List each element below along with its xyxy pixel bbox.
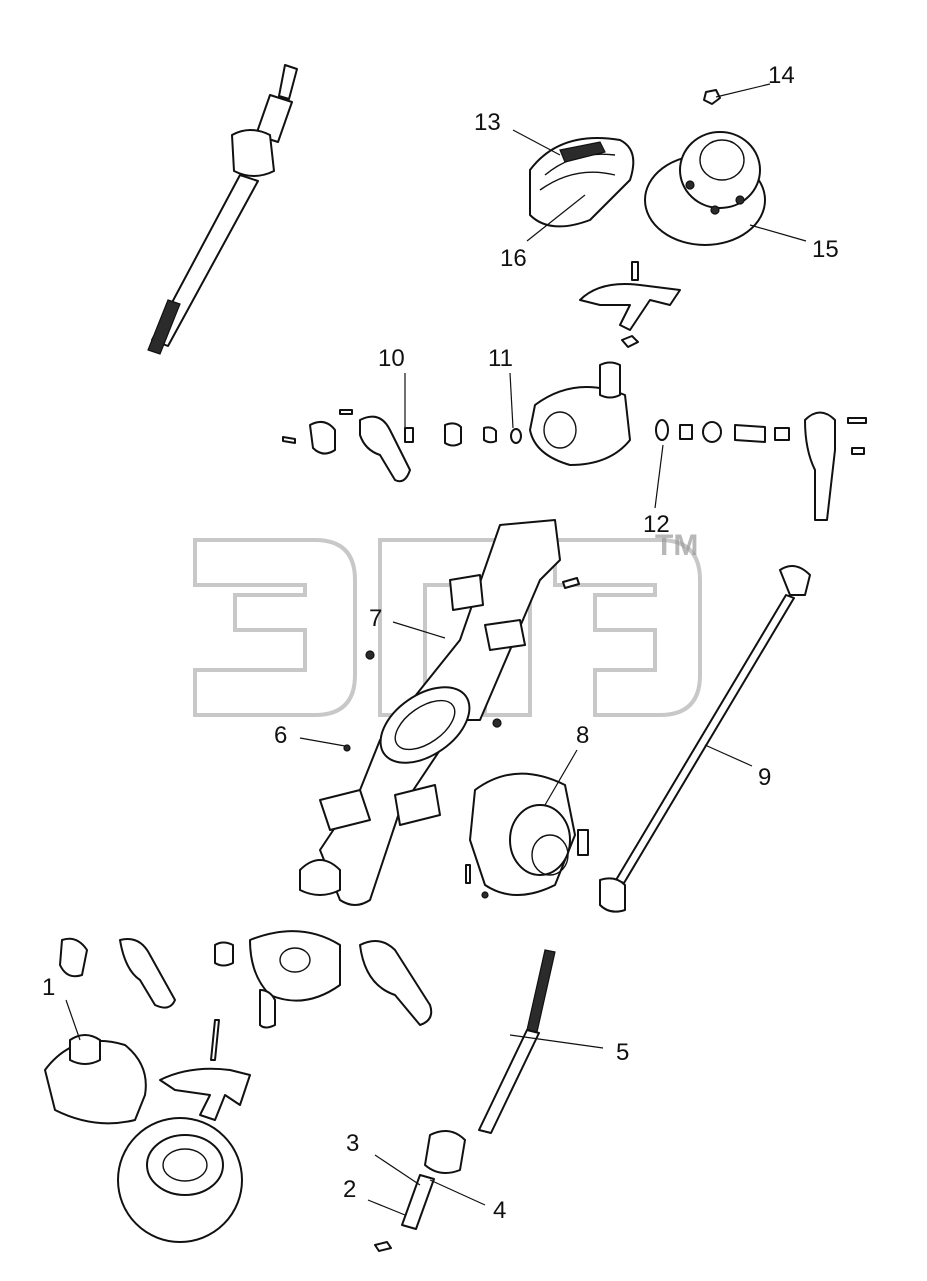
brake-caliper xyxy=(529,137,635,228)
leader-13 xyxy=(512,129,561,156)
leader-9 xyxy=(704,744,753,767)
tie-rod xyxy=(599,565,811,913)
callout-4: 4 xyxy=(493,1197,506,1224)
leader-15 xyxy=(749,224,807,242)
callout-11: 11 xyxy=(488,345,513,372)
leader-12 xyxy=(654,444,664,509)
callout-10: 10 xyxy=(378,345,405,372)
differential xyxy=(465,772,589,899)
leader-11 xyxy=(509,372,514,429)
steering-knuckle-lower xyxy=(249,930,341,1029)
drive-shaft-upper xyxy=(147,64,298,355)
kingpin-parts-left xyxy=(282,409,522,483)
steering-knuckle xyxy=(529,361,631,466)
leader-8 xyxy=(544,749,578,806)
leader-4 xyxy=(429,1179,486,1206)
callout-5: 5 xyxy=(616,1039,629,1066)
bolt-part-6 xyxy=(343,744,351,752)
axle-housing xyxy=(299,519,580,906)
callout-16: 16 xyxy=(500,245,527,272)
callout-3: 3 xyxy=(346,1130,359,1157)
callout-13: 13 xyxy=(474,109,501,136)
steering-arm-lower xyxy=(359,940,433,1026)
caliper-bracket-lower xyxy=(159,1067,251,1121)
leader-5 xyxy=(509,1034,604,1049)
callout-9: 9 xyxy=(758,764,771,791)
leader-2 xyxy=(367,1199,406,1216)
leader-7 xyxy=(392,621,446,639)
nut-part-14 xyxy=(703,89,721,105)
callout-7: 7 xyxy=(369,605,382,632)
callout-1: 1 xyxy=(42,974,55,1001)
leader-14 xyxy=(715,83,771,98)
half-shaft-lower xyxy=(374,949,556,1252)
watermark-tm: TM xyxy=(655,529,698,562)
brake-disc-lower xyxy=(117,1117,243,1243)
callout-2: 2 xyxy=(343,1176,356,1203)
caliper-bracket-upper xyxy=(579,261,681,348)
callout-6: 6 xyxy=(274,722,287,749)
kingpin-parts-right xyxy=(655,411,867,521)
leader-1 xyxy=(65,999,81,1041)
callout-8: 8 xyxy=(576,722,589,749)
lower-left-group xyxy=(44,937,234,1125)
callout-14: 14 xyxy=(768,62,795,89)
callout-15: 15 xyxy=(812,236,839,263)
leader-lines xyxy=(65,83,807,1216)
callout-numbers: 1 2 3 4 5 6 7 8 9 10 11 12 13 14 15 16 xyxy=(42,62,839,1224)
leader-3 xyxy=(374,1154,421,1186)
leader-6 xyxy=(299,737,346,747)
leader-16 xyxy=(526,194,586,242)
callout-12: 12 xyxy=(643,511,670,538)
hub-with-disc xyxy=(644,131,766,246)
